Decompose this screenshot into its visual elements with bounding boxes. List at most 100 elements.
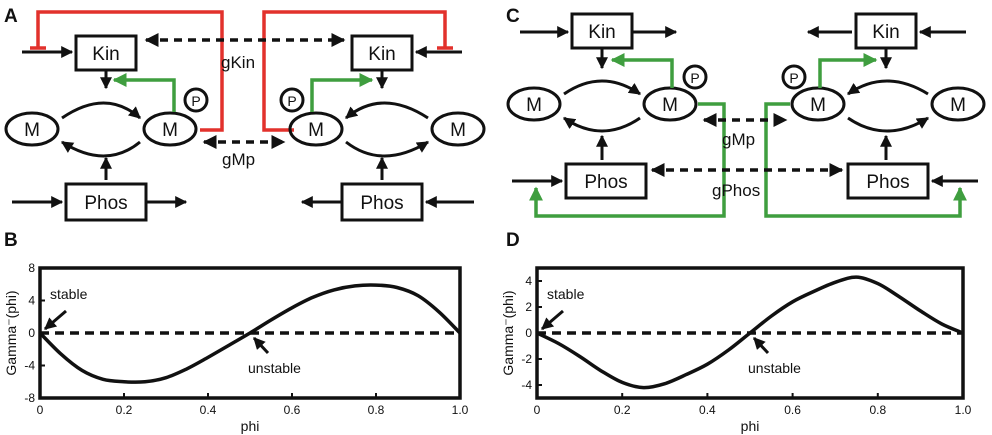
m-unphos-left <box>4 111 60 147</box>
x-tick-label: 0.8 <box>368 403 385 417</box>
y-tick-label: 4 <box>525 274 532 288</box>
x-tick-label: 1.0 <box>955 403 972 417</box>
phosphate-label-right: P <box>287 93 296 109</box>
c-m-label-left: M <box>526 95 542 116</box>
mp-label-right: M <box>308 120 324 141</box>
x-tick-label: 0 <box>37 403 44 417</box>
c-phosphate-badge-right <box>781 64 807 90</box>
m-label-left: M <box>24 120 40 141</box>
gamma-curve <box>38 283 462 384</box>
mp-label-left: M <box>162 120 178 141</box>
c-phosphate-label-right: P <box>789 70 798 86</box>
m-phos-left <box>142 111 198 147</box>
c-phos-box-right <box>846 162 930 200</box>
c-m-phos-left <box>642 86 698 122</box>
x-axis-label: phi <box>241 418 260 434</box>
dephosphorylation-arc-left <box>60 140 141 158</box>
c-gphos-label: gPhos <box>712 181 760 200</box>
y-tick-label: -2 <box>521 352 532 366</box>
green-activation-left <box>112 73 176 112</box>
y-tick-label: 8 <box>28 261 35 275</box>
red-inhibition-right <box>262 10 447 132</box>
y-tick-label: -8 <box>24 391 35 405</box>
stable-arrow <box>541 309 564 331</box>
y-tick-label: 0 <box>525 326 532 340</box>
x-tick-label: 0.6 <box>284 403 301 417</box>
y-tick-label: -4 <box>521 378 532 392</box>
panel-label-c: C <box>506 6 520 27</box>
c-phos-box-left <box>564 162 648 200</box>
x-tick-label: 1.0 <box>452 403 469 417</box>
stable-annotation: stable <box>547 286 585 302</box>
y-axis-label: Gamma⁻(phi) <box>3 290 19 375</box>
panel-label-d: D <box>506 230 520 251</box>
phosphate-badge-left <box>183 87 209 113</box>
c-phos-label-right: Phos <box>866 172 909 193</box>
stable-arrow <box>44 309 67 331</box>
unstable-arrow <box>252 336 270 355</box>
c-phos-label-left: Phos <box>584 172 627 193</box>
chart-b: B 0 0.2 0.4 0.6 0.8 1.0 -8 -4 0 4 8 phi Gamma⁻(phi) s… <box>3 230 469 434</box>
unstable-annotation: unstable <box>248 360 301 376</box>
panel-label-b: B <box>4 230 18 251</box>
x-tick-label: 0 <box>534 403 541 417</box>
x-tick-label: 0.4 <box>200 403 217 417</box>
c-phosphate-badge-left <box>682 64 708 90</box>
c-m-unphos-right <box>930 86 986 122</box>
stable-annotation: stable <box>50 286 88 302</box>
gkin-label: gKin <box>221 53 255 72</box>
kin-label-left: Kin <box>92 44 119 65</box>
c-kin-label-right: Kin <box>872 22 899 43</box>
phos-label-left: Phos <box>84 193 127 214</box>
c-dephosphorylation-arc-right <box>847 116 930 133</box>
phosphate-badge-right <box>279 87 305 113</box>
gmp-label-a: gMp <box>222 150 255 169</box>
y-tick-label: 2 <box>525 300 532 314</box>
x-tick-label: 0.2 <box>614 403 631 417</box>
c-m-label-right: M <box>950 95 966 116</box>
c-phosphate-label-left: P <box>690 70 699 86</box>
unstable-annotation: unstable <box>748 360 801 376</box>
panel-c-diagram: C Kin Kin M M P M P M <box>506 6 986 218</box>
dephosphorylation-arc-right <box>345 140 430 158</box>
x-tick-label: 0.8 <box>869 403 886 417</box>
c-phosphorylation-arc-right <box>847 79 929 96</box>
y-tick-label: 4 <box>28 294 35 308</box>
y-tick-label: -4 <box>24 359 35 373</box>
c-mp-label-left: M <box>662 95 678 116</box>
phos-box-right <box>340 182 424 222</box>
m-phos-right <box>288 111 344 147</box>
y-tick-label: 0 <box>28 326 35 340</box>
green-activation-right <box>310 73 374 112</box>
x-tick-label: 0.4 <box>699 403 716 417</box>
phos-label-right: Phos <box>360 193 403 214</box>
c-gmp-label: gMp <box>722 130 755 149</box>
c-m-phos-right <box>790 86 846 122</box>
chart-d: D 0 0.2 0.4 0.6 0.8 1.0 -4 -2 0 2 4 phi Gamma⁻(phi) s… <box>500 230 972 434</box>
kin-label-right: Kin <box>368 44 395 65</box>
c-dephosphorylation-arc-left <box>563 116 641 133</box>
c-mp-label-right: M <box>810 95 826 116</box>
c-green-loop-left <box>529 102 726 218</box>
c-kin-label-left: Kin <box>588 22 615 43</box>
unstable-arrow <box>752 336 770 355</box>
phosphorylation-arc-right <box>345 101 429 120</box>
c-m-unphos-left <box>506 86 562 122</box>
x-tick-label: 0.6 <box>784 403 801 417</box>
gamma-curve <box>536 275 964 390</box>
c-phosphorylation-arc-left <box>563 79 641 96</box>
x-axis-label: phi <box>741 418 760 434</box>
y-axis-label: Gamma⁻(phi) <box>500 290 516 375</box>
red-inhibition-left <box>36 10 224 132</box>
c-green-activation-left <box>610 53 674 88</box>
x-tick-label: 0.2 <box>116 403 133 417</box>
m-label-right: M <box>450 120 466 141</box>
panel-label-a: A <box>4 6 18 27</box>
phosphate-label-left: P <box>191 93 200 109</box>
c-green-activation-right <box>818 53 878 88</box>
panel-a-diagram: A Kin Kin gKin M M P M P M <box>4 6 486 222</box>
m-unphos-right <box>430 111 486 147</box>
c-green-loop-right <box>764 102 967 218</box>
phosphorylation-arc-left <box>61 101 141 120</box>
